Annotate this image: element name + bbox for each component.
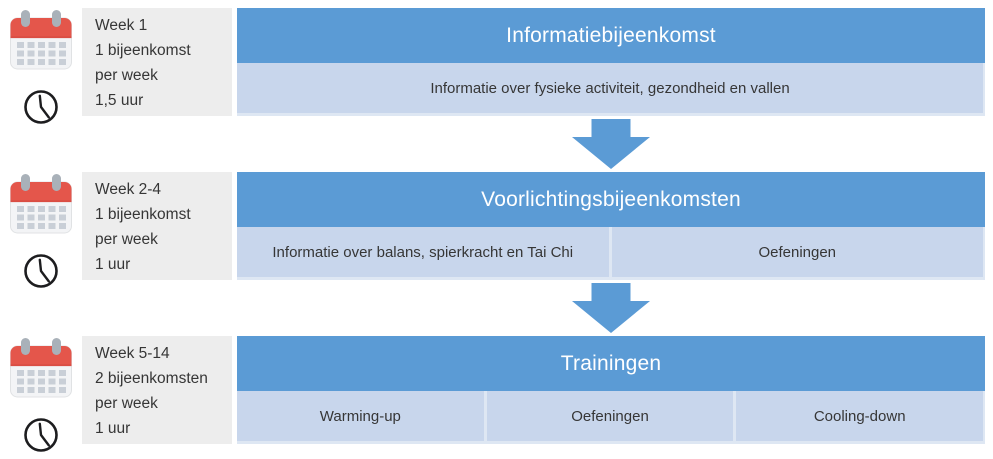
schedule-icons [0, 172, 82, 288]
schedule-frequency: 1 bijeenkomst [95, 42, 191, 59]
clock-icon [22, 88, 60, 131]
phase-row: Week 1 1 bijeenkomst per week 1,5 uur In… [0, 8, 993, 124]
phase-bars: Trainingen Warming-up Oefeningen Cooling… [237, 336, 985, 444]
calendar-icon [9, 9, 73, 76]
phase-cell: Oefeningen [611, 227, 983, 277]
phase-cell: Cooling-down [736, 391, 984, 441]
phase-cells: Warming-up Oefeningen Cooling-down [237, 391, 985, 444]
clock-icon [22, 252, 60, 295]
schedule-frequency: 2 bijeenkomsten [95, 370, 208, 387]
schedule-box: Week 5-14 2 bijeenkomsten per week 1 uur [82, 336, 232, 444]
phase-cell: Informatie over balans, spierkracht en T… [237, 227, 609, 277]
schedule-week: Week 2-4 [95, 181, 162, 198]
phase-cell: Oefeningen [486, 391, 734, 441]
phase-cell: Warming-up [237, 391, 484, 441]
phase-cells: Informatie over fysieke activiteit, gezo… [237, 63, 985, 116]
calendar-icon [9, 173, 73, 240]
down-arrow-icon [572, 119, 650, 169]
phase-title: Trainingen [237, 336, 985, 391]
schedule-duration: 1 uur [95, 256, 131, 273]
schedule-frequency: 1 bijeenkomst [95, 206, 191, 223]
phase-title: Voorlichtingsbijeenkomsten [237, 172, 985, 227]
phase-cells: Informatie over balans, spierkracht en T… [237, 227, 985, 280]
clock-icon [22, 416, 60, 459]
flow-connector [237, 280, 985, 336]
down-arrow-icon [572, 283, 650, 333]
schedule-frequency: per week [95, 231, 158, 248]
calendar-icon [9, 337, 73, 404]
schedule-duration: 1 uur [95, 420, 131, 437]
schedule-box: Week 2-4 1 bijeenkomst per week 1 uur [82, 172, 232, 280]
schedule-frequency: per week [95, 395, 158, 412]
phase-cell: Informatie over fysieke activiteit, gezo… [237, 63, 983, 113]
schedule-box: Week 1 1 bijeenkomst per week 1,5 uur [82, 8, 232, 116]
schedule-icons [0, 8, 82, 124]
schedule-frequency: per week [95, 67, 158, 84]
phase-bars: Voorlichtingsbijeenkomsten Informatie ov… [237, 172, 985, 280]
phase-bars: Informatiebijeenkomst Informatie over fy… [237, 8, 985, 116]
flow-connector [237, 116, 985, 172]
phase-row: Week 5-14 2 bijeenkomsten per week 1 uur… [0, 336, 993, 452]
schedule-duration: 1,5 uur [95, 92, 144, 109]
schedule-week: Week 1 [95, 17, 148, 34]
schedule-week: Week 5-14 [95, 345, 170, 362]
phase-title: Informatiebijeenkomst [237, 8, 985, 63]
phase-row: Week 2-4 1 bijeenkomst per week 1 uur Vo… [0, 172, 993, 288]
schedule-icons [0, 336, 82, 452]
